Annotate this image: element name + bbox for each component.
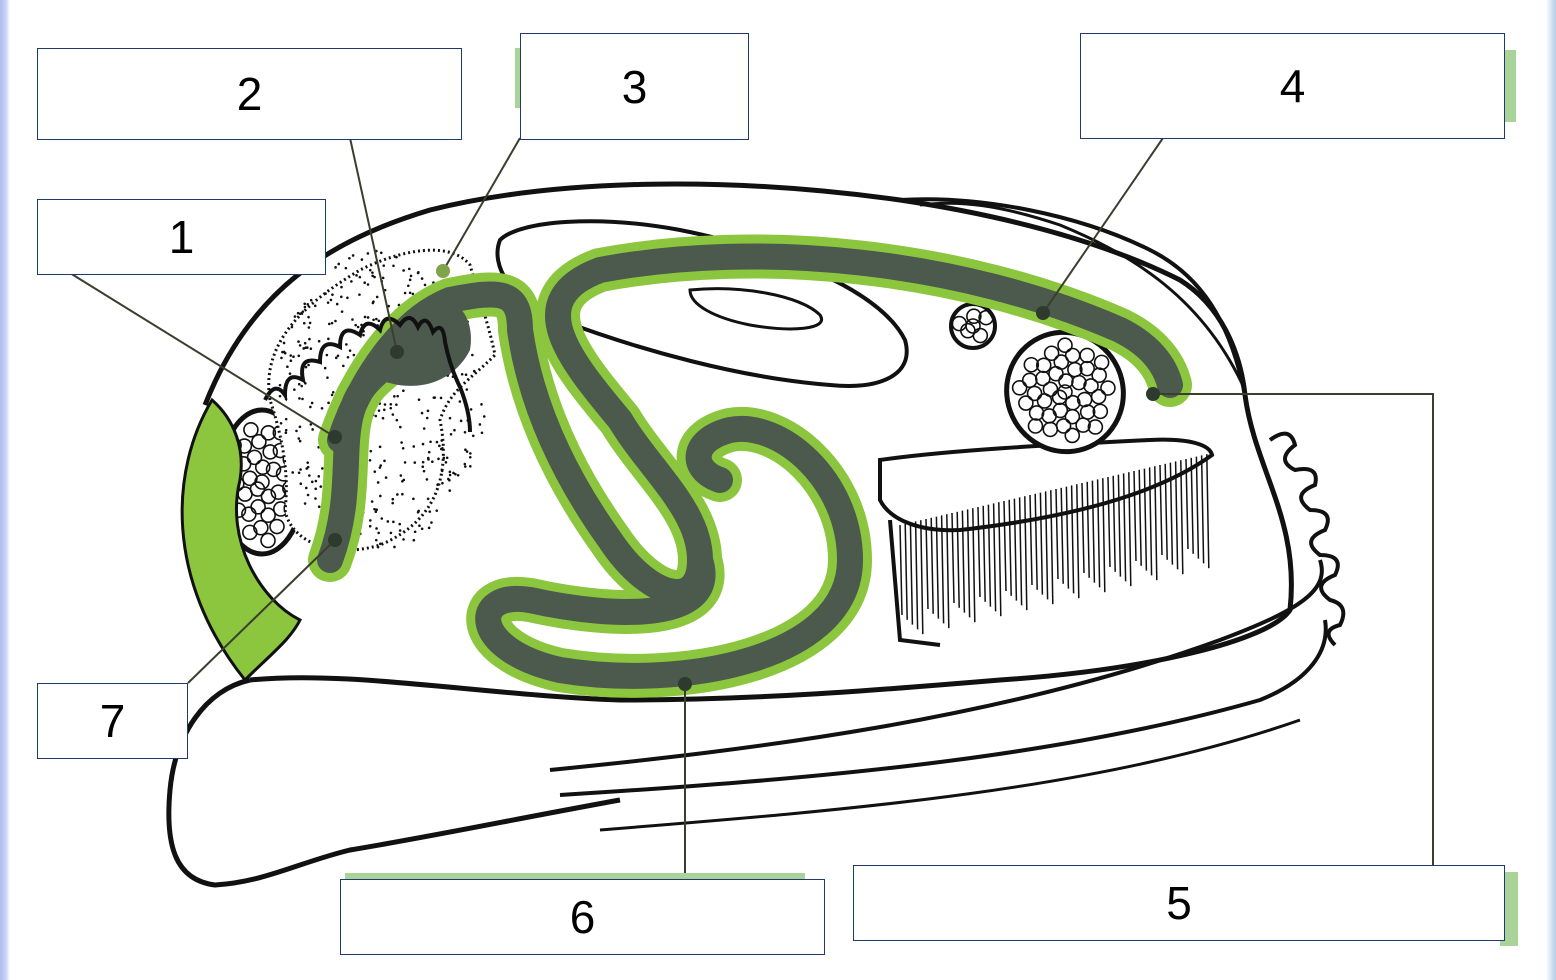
label-number-6: 6	[570, 890, 596, 944]
marker-dot-6	[678, 677, 692, 691]
marker-dot-1	[328, 430, 342, 444]
label-box-7: 7	[37, 683, 188, 759]
marker-dot-3	[436, 264, 450, 278]
label-number-5: 5	[1166, 876, 1192, 930]
label-number-3: 3	[622, 60, 648, 114]
mantle-lower-3	[600, 720, 1300, 830]
label-box-3: 3	[520, 33, 749, 140]
label-number-2: 2	[237, 67, 263, 121]
label-box-5: 5	[853, 865, 1505, 941]
label-box-1: 1	[37, 199, 326, 275]
marker-dot-7	[328, 533, 342, 547]
label-number-1: 1	[169, 210, 195, 264]
label-box-2: 2	[37, 48, 462, 140]
marker-dot-4	[1036, 306, 1050, 320]
label-box-4: 4	[1080, 33, 1505, 139]
label-number-7: 7	[100, 694, 126, 748]
marker-dot-5	[1146, 387, 1160, 401]
marker-dot-2	[390, 345, 404, 359]
heart-inner	[690, 289, 822, 329]
label-box-6: 6	[340, 879, 825, 955]
label-number-4: 4	[1280, 59, 1306, 113]
foot-outline	[169, 680, 620, 885]
